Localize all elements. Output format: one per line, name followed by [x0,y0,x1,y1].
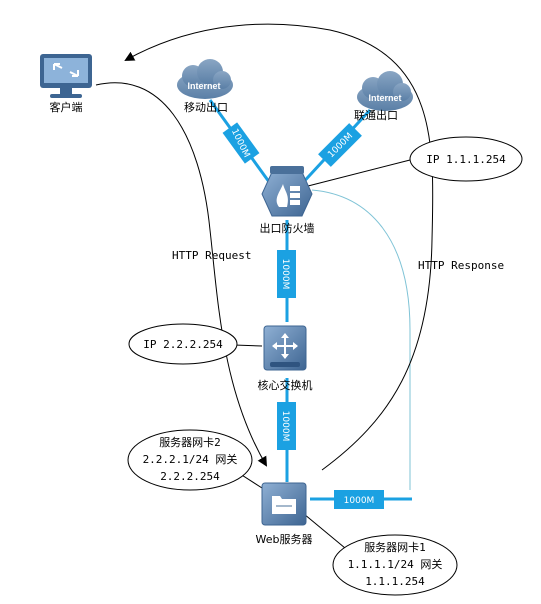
firewall-ip-text: IP 1.1.1.254 [426,153,506,166]
nic2-line1: 服务器网卡2 [159,436,221,449]
cloud-mobile-text: Internet [187,81,220,91]
nic1-leader [303,513,346,549]
cloud-icon-unicom: Internet [357,71,413,111]
nic2-line2: 2.2.2.1/24 网关 [143,452,238,466]
nic2-line3: 2.2.2.254 [160,470,220,483]
switch-ip-leader [233,344,263,347]
cloud-icon-mobile: Internet [177,59,233,99]
web-server-label: Web服务器 [256,533,313,546]
client-label: 客户端 [50,100,83,114]
http-response-label: HTTP Response [418,259,504,272]
callout-firewall-ip: IP 1.1.1.254 [409,136,523,182]
firewall-label: 出口防火墙 [260,221,315,235]
link-server-nic1-label: 1000M [344,496,375,506]
core-switch-label: 核心交换机 [258,378,313,392]
nic1-line2: 1.1.1.1/24 网关 [348,557,443,571]
link-switch-server: 1000M [277,378,296,482]
web-server-icon[interactable] [261,482,307,526]
link-firewall-switch: 1000M [277,220,296,322]
fw-ip-leader [307,159,411,187]
nic1-line3: 1.1.1.254 [365,575,425,588]
client-monitor-icon[interactable] [40,54,92,98]
cloud-unicom-text: Internet [368,93,401,103]
response-light-line [311,189,411,490]
http-request-arrow [95,82,268,467]
switch-ip-text: IP 2.2.2.254 [143,338,223,351]
callout-nic1: 服务器网卡1 1.1.1.1/24 网关 1.1.1.254 [332,534,458,596]
link-server-nic1: 1000M [310,490,412,509]
firewall-icon[interactable] [261,166,313,217]
link-firewall-switch-label: 1000M [280,259,290,290]
http-response-arrow [124,23,434,471]
isp-mobile-label: 移动出口 [184,100,228,114]
link-switch-server-label: 1000M [280,411,290,442]
callout-nic2: 服务器网卡2 2.2.2.1/24 网关 2.2.2.254 [127,429,253,491]
nic1-line1: 服务器网卡1 [364,541,426,554]
isp-unicom-label: 联通出口 [354,108,398,122]
core-switch-icon[interactable] [263,325,307,371]
http-request-label: HTTP Request [172,249,251,262]
callout-switch-ip: IP 2.2.2.254 [128,323,238,365]
